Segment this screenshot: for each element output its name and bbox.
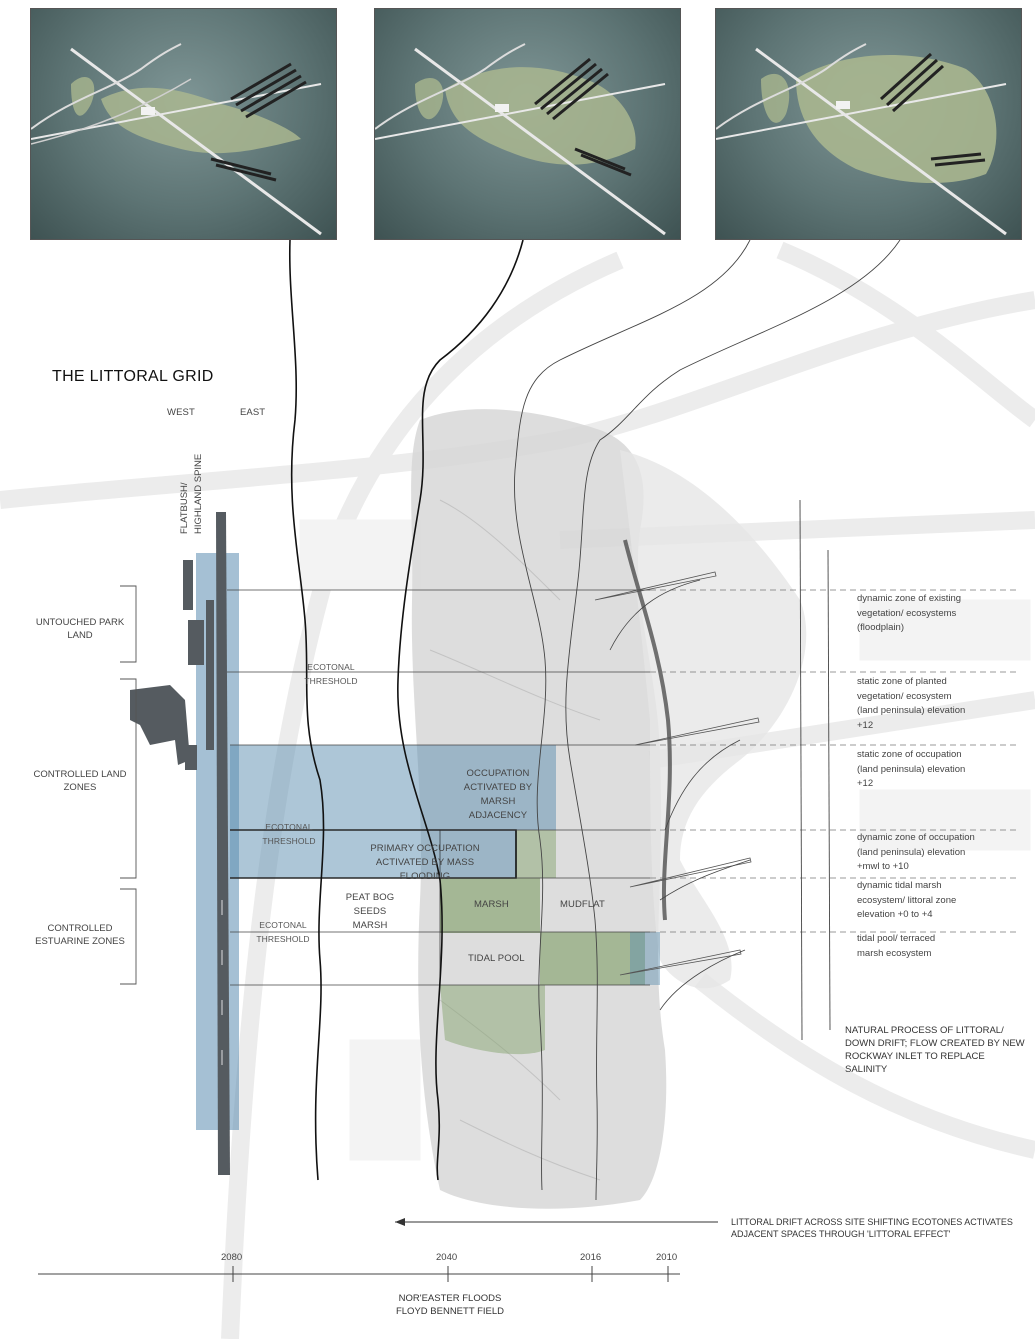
zone-brackets: [120, 585, 137, 985]
zone-untouched-park-land: UNTOUCHED PARK LAND: [35, 617, 125, 641]
timeline-caption-2: FLOYD BENNETT FIELD: [395, 1306, 505, 1317]
marsh-zone-upper: [516, 830, 556, 878]
ecotone-lines: [288, 240, 524, 1181]
label-marsh: MARSH: [474, 899, 509, 910]
zone-desc-2: static zone of planted vegetation/ ecosy…: [857, 676, 966, 731]
spine-label: FLATBUSH/ HIGHLAND SPINE: [179, 453, 204, 534]
zone-controlled-estuarine: CONTROLLED ESTUARINE ZONES: [35, 923, 125, 947]
zone-desc-1: dynamic zone of existing vegetation/ eco…: [857, 593, 962, 633]
render-2-svg: [375, 43, 666, 236]
render-3-svg: [716, 43, 1007, 236]
process-note: NATURAL PROCESS OF LITTORAL/ DOWN DRIFT;…: [845, 1025, 1025, 1075]
tidal-marsh-zone: [540, 932, 645, 985]
occupation-zone: [230, 745, 556, 878]
zone-desc-3: static zone of occupation (land peninsul…: [857, 749, 966, 789]
label-occupation-marsh: OCCUPATION ACTIVATED BY MARSH ADJACENCY: [463, 768, 533, 821]
render-panel-2: [374, 8, 681, 240]
marsh-zone: [440, 878, 540, 933]
year-2016: 2016: [580, 1252, 602, 1263]
render-panel-1: [30, 8, 337, 240]
render-panel-3: [715, 8, 1022, 240]
zone-desc-6: tidal pool/ terraced marsh ecosystem: [857, 933, 936, 959]
grid-lines: [227, 589, 650, 986]
year-2040: 2040: [436, 1252, 458, 1263]
drift-note: LITTORAL DRIFT ACROSS SITE SHIFTING ECOT…: [731, 1217, 1013, 1239]
render-1-svg: [31, 43, 322, 236]
direction-west: WEST: [167, 407, 195, 418]
ecotonal-threshold-2: ECOTONAL THRESHOLD: [262, 822, 316, 846]
ecotonal-threshold-1: ECOTONAL THRESHOLD: [304, 662, 358, 686]
marsh-lower: [440, 985, 545, 1055]
label-peat-bog: PEAT BOG SEEDS MARSH: [345, 892, 395, 931]
ecotonal-threshold-3: ECOTONAL THRESHOLD: [256, 920, 310, 944]
year-2080: 2080: [221, 1252, 243, 1263]
label-primary-occupation: PRIMARY OCCUPATION ACTIVATED BY MASS FLO…: [370, 843, 480, 882]
diagram-title: THE LITTORAL GRID: [52, 368, 214, 385]
label-tidal-pool: TIDAL POOL: [468, 953, 525, 964]
littoral-grid-canvas: [0, 240, 1035, 1339]
zone-controlled-land: CONTROLLED LAND ZONES: [33, 769, 127, 793]
zone-desc-4: dynamic zone of occupation (land peninsu…: [857, 832, 975, 872]
year-2010: 2010: [656, 1252, 678, 1263]
zone-desc-5: dynamic tidal marsh ecosystem/ littoral …: [857, 880, 957, 920]
drift-arrow: [395, 1218, 718, 1226]
flatbush-spine: [216, 512, 230, 1175]
tidal-blue-zone: [630, 932, 660, 985]
timeline-axis: [38, 1266, 680, 1282]
timeline-caption-1: NOR'EASTER FLOODS: [398, 1293, 502, 1304]
label-mudflat: MUDFLAT: [560, 899, 605, 910]
direction-east: EAST: [240, 407, 266, 418]
